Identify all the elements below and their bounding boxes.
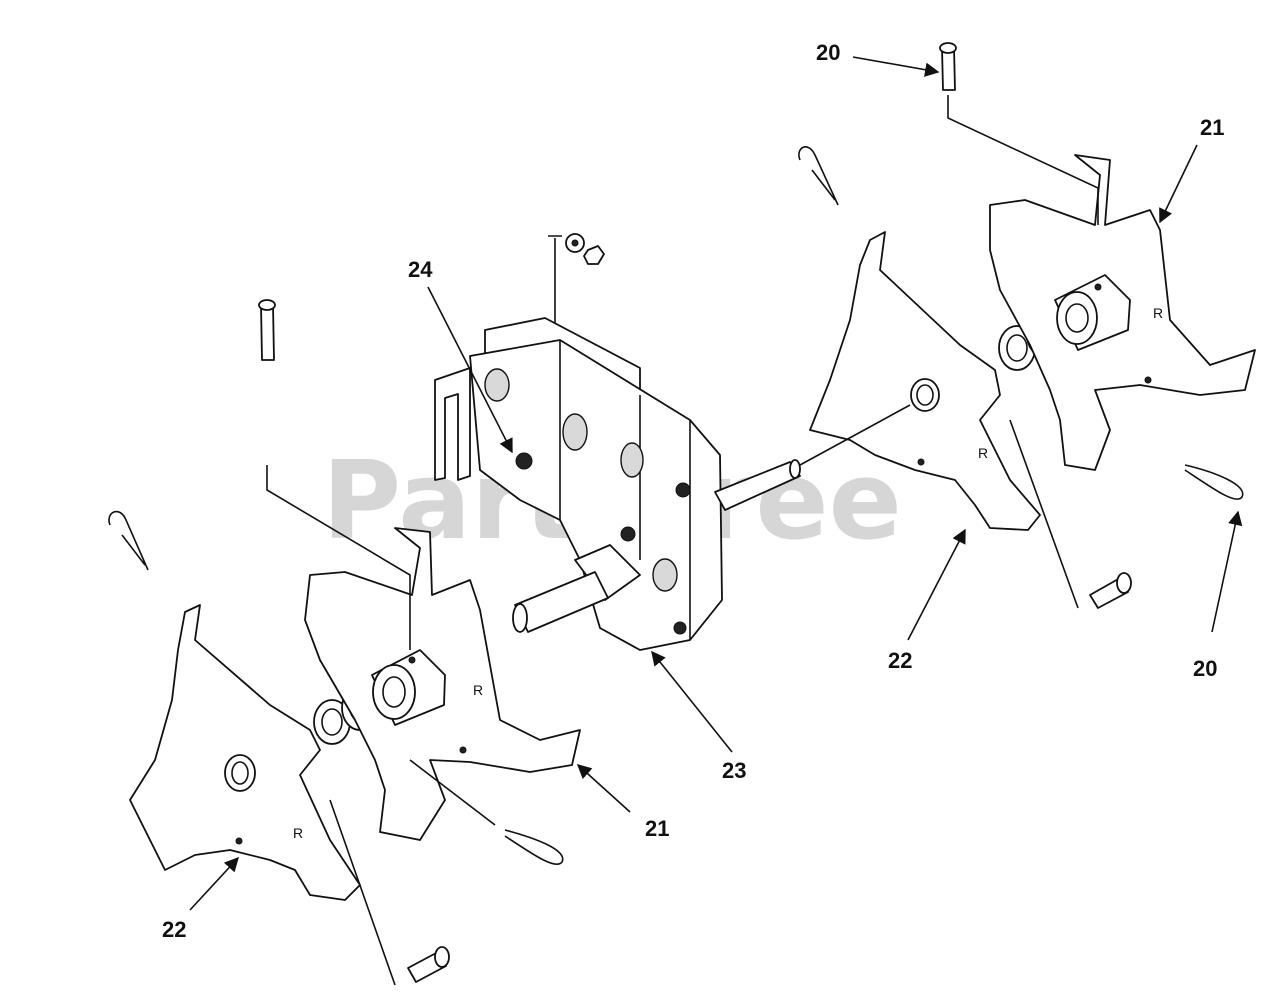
spacer-washer-1-hole-right: [1006, 334, 1028, 362]
clevis-pin-head-top-left: [258, 299, 276, 311]
bolt-24: [515, 452, 533, 470]
callout-20-top: 20: [816, 40, 840, 65]
clip-alignment-line-left: [409, 759, 496, 826]
callout-21-left: 21: [645, 816, 669, 841]
housing-bolt-3: [673, 621, 687, 635]
leader-22-left: [189, 856, 239, 911]
leader-22-right: [907, 528, 966, 641]
clevis-pin-head-bottom-left: [434, 946, 450, 968]
collar-pin-hole-left: [408, 656, 416, 664]
rotation-mark-inner-right: R: [978, 445, 988, 461]
housing-boss-4: [652, 558, 678, 592]
outer-tine-hole-right: [1144, 376, 1152, 384]
clevis-pin-top-left: [260, 304, 275, 361]
right-shaft-end: [789, 459, 801, 479]
housing-bolt-2: [675, 482, 691, 498]
leader-21-right: [1159, 144, 1198, 224]
callout-23: 23: [722, 758, 746, 783]
tine-collar-face-left: [372, 664, 416, 720]
inner-tine-hole-right: [917, 458, 925, 466]
leader-21-left: [576, 764, 631, 813]
rotation-mark-outer-left: R: [473, 682, 483, 698]
housing-boss-1: [484, 368, 510, 402]
outer-tine-hole-left: [459, 746, 467, 754]
collar-pin-hole-right: [1094, 283, 1102, 291]
bracket-stud-line: [548, 235, 562, 330]
housing-boss-2: [562, 413, 588, 451]
mounting-bracket: [434, 367, 471, 481]
leader-20-right: [1211, 510, 1243, 633]
inner-tine-22-left: [129, 604, 361, 901]
housing-bolt-1: [620, 526, 636, 542]
leader-24: [427, 286, 513, 454]
callout-22-left: 22: [162, 917, 186, 942]
callout-21-right: 21: [1200, 115, 1224, 140]
callout-20-right: 20: [1193, 656, 1217, 681]
pin-alignment-line-bottom-right: [1009, 419, 1079, 609]
spacer-washer-1-hole-left: [321, 708, 343, 736]
hex-nut: [583, 245, 605, 265]
leader-23: [651, 650, 733, 753]
housing-boss-3: [620, 442, 644, 478]
tine-collar-face-right: [1056, 291, 1098, 345]
callout-22-right: 22: [888, 648, 912, 673]
left-output-shaft: [514, 571, 609, 633]
tine-collar-bore-left: [382, 676, 406, 708]
rotation-mark-inner-left: R: [293, 825, 303, 841]
shaft-alignment-line-right: [799, 404, 911, 466]
clevis-pin-top-right: [941, 47, 956, 91]
housing-edges: [559, 340, 691, 640]
callout-24: 24: [408, 257, 433, 282]
clevis-pin-head-top-right: [939, 42, 957, 54]
pin-alignment-line-top-left: [266, 465, 411, 650]
hairpin-clip-top-left: [108, 510, 149, 571]
inner-tine-hub-left: [224, 754, 256, 792]
inner-tine-hub-hole-right: [916, 384, 934, 406]
rotation-mark-outer-right: R: [1153, 305, 1163, 321]
leader-20-top: [852, 56, 940, 77]
left-shaft-end: [512, 603, 528, 633]
right-tine-assembly: R R: [798, 42, 1256, 609]
hairpin-clip-top-right: [798, 146, 839, 206]
left-tine-assembly: R R: [108, 299, 581, 986]
right-output-shaft: [714, 461, 801, 511]
callouts: 20 21 24 22 20 23 21 22: [162, 40, 1243, 942]
washer-hole: [571, 239, 579, 247]
gearbox-transmission: [434, 233, 801, 651]
tine-collar-bore-right: [1065, 303, 1089, 333]
hairpin-clip-bottom-left: [504, 829, 564, 866]
pin-alignment-line-top-right: [947, 95, 1099, 225]
hairpin-clip-bottom-right: [1184, 464, 1244, 500]
inner-tine-hole-left: [235, 837, 243, 845]
clevis-pin-head-bottom-right: [1116, 572, 1132, 594]
pin-alignment-line-bottom-left: [329, 799, 396, 986]
inner-tine-hub-hole-left: [231, 761, 249, 785]
inner-tine-hub-right: [910, 378, 940, 412]
